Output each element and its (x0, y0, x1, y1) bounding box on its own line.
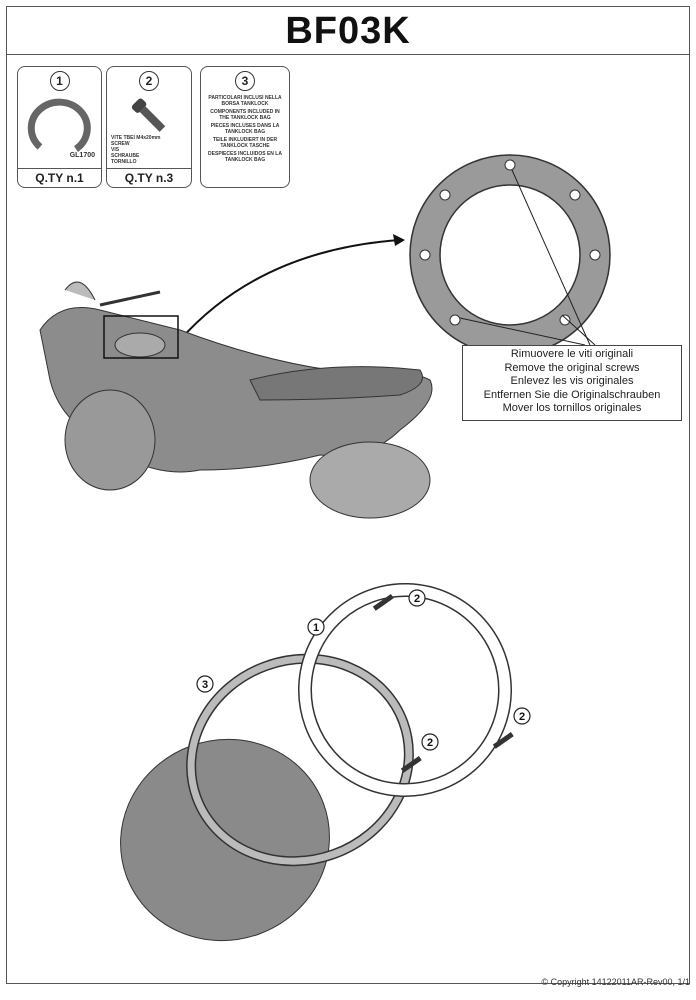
copyright: © Copyright 14122011AR-Rev00, 1/1 (541, 977, 690, 987)
part-desc: PARTICOLARI INCLUSI NELLA BORSA TANKLOCK (208, 95, 282, 107)
remove-screws-callout: Rimuovere le viti originali Remove the o… (462, 345, 682, 421)
part-desc: TORNILLO (111, 159, 137, 165)
callout-line: Enlevez les vis originales (510, 375, 634, 387)
diagram-label: 1 (313, 622, 319, 634)
motorcycle-illustration (39, 281, 433, 519)
diagram-label: 2 (414, 593, 420, 605)
part-number: 1 (49, 71, 70, 91)
exploded-diagram (120, 583, 514, 942)
title-bar: BF03K (6, 6, 690, 55)
diagram-label: 2 (519, 711, 525, 723)
page-frame (6, 6, 690, 984)
part-desc: SCHRAUBE (111, 153, 140, 159)
page-title: BF03K (285, 10, 411, 52)
part-box-3: 3 PARTICOLARI INCLUSI NELLA BORSA TANKLO… (200, 66, 290, 188)
part-number: 3 (235, 71, 255, 91)
part-desc: VITE TBEI M4x20mm (111, 135, 161, 141)
gasket-ring-illustration (409, 154, 611, 356)
part-qty: Q.TY n.1 (18, 168, 101, 187)
ring-icon (27, 98, 91, 152)
diagram-label: 3 (202, 679, 208, 691)
part-desc: PIECES INCLUSES DANS LA TANKLOCK BAG (210, 123, 280, 135)
part-box-2: 2 VITE TBEI M4x20mm SCREW VIS SCHRAUBE T… (106, 66, 192, 188)
callout-line: Entfernen Sie die Originalschrauben (483, 388, 661, 401)
part-number: 2 (139, 71, 159, 91)
callout-line: Remove the original screws (504, 361, 640, 374)
part-desc: TEILE INKLUDIERT IN DER TANKLOCK TASCHE (212, 137, 278, 149)
diagram-label: 2 (427, 737, 433, 749)
part-desc: SCREW (111, 141, 130, 147)
callout-line: Rimuovere le viti originali (510, 348, 634, 360)
part-desc: COMPONENTS INCLUDED IN THE TANKLOCK BAG (210, 109, 280, 121)
part-qty: Q.TY n.3 (107, 168, 191, 187)
part-box-1: 1 GL1700 Q.TY n.1 (17, 66, 102, 188)
screw-icon (131, 98, 166, 132)
part-desc: DESPIECES INCLUIDOS EN LA TANKLOCK BAG (208, 151, 282, 163)
part-desc: VIS (111, 147, 120, 153)
part-code: GL1700 (69, 152, 95, 159)
callout-line: Mover los tornillos originales (502, 402, 642, 414)
highlight-box (103, 315, 179, 359)
